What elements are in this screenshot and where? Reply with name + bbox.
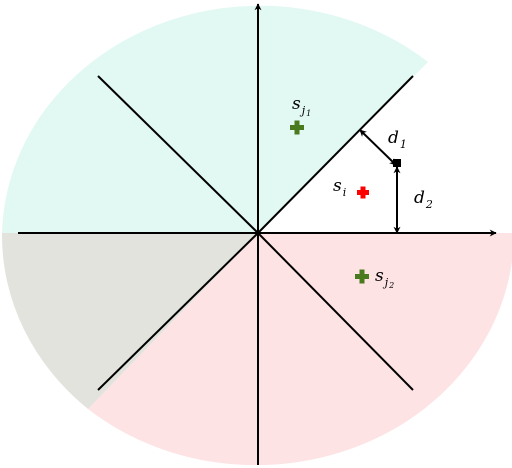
label-d1: d1: [388, 128, 407, 151]
lower-region: [88, 233, 512, 466]
diagonal-upper-right: [257, 75, 414, 234]
target-point-i: [357, 186, 369, 199]
label-s-j1: sj1: [292, 94, 311, 118]
foot-point-marker: [393, 159, 401, 167]
diagonal-lower-right: [257, 232, 414, 391]
neighbor-point-j1: [290, 120, 304, 135]
diagonal-upper-left: [97, 75, 259, 234]
upper-region: [2, 5, 428, 234]
label-d2: d2: [414, 188, 433, 211]
left-region: [1, 233, 259, 409]
label-s-j2: sj2: [375, 266, 394, 290]
diagonal-lower-left: [97, 232, 259, 391]
label-s-i: si: [333, 176, 346, 199]
neighbor-point-j2: [355, 269, 369, 284]
d1-arrow: [359, 129, 397, 166]
